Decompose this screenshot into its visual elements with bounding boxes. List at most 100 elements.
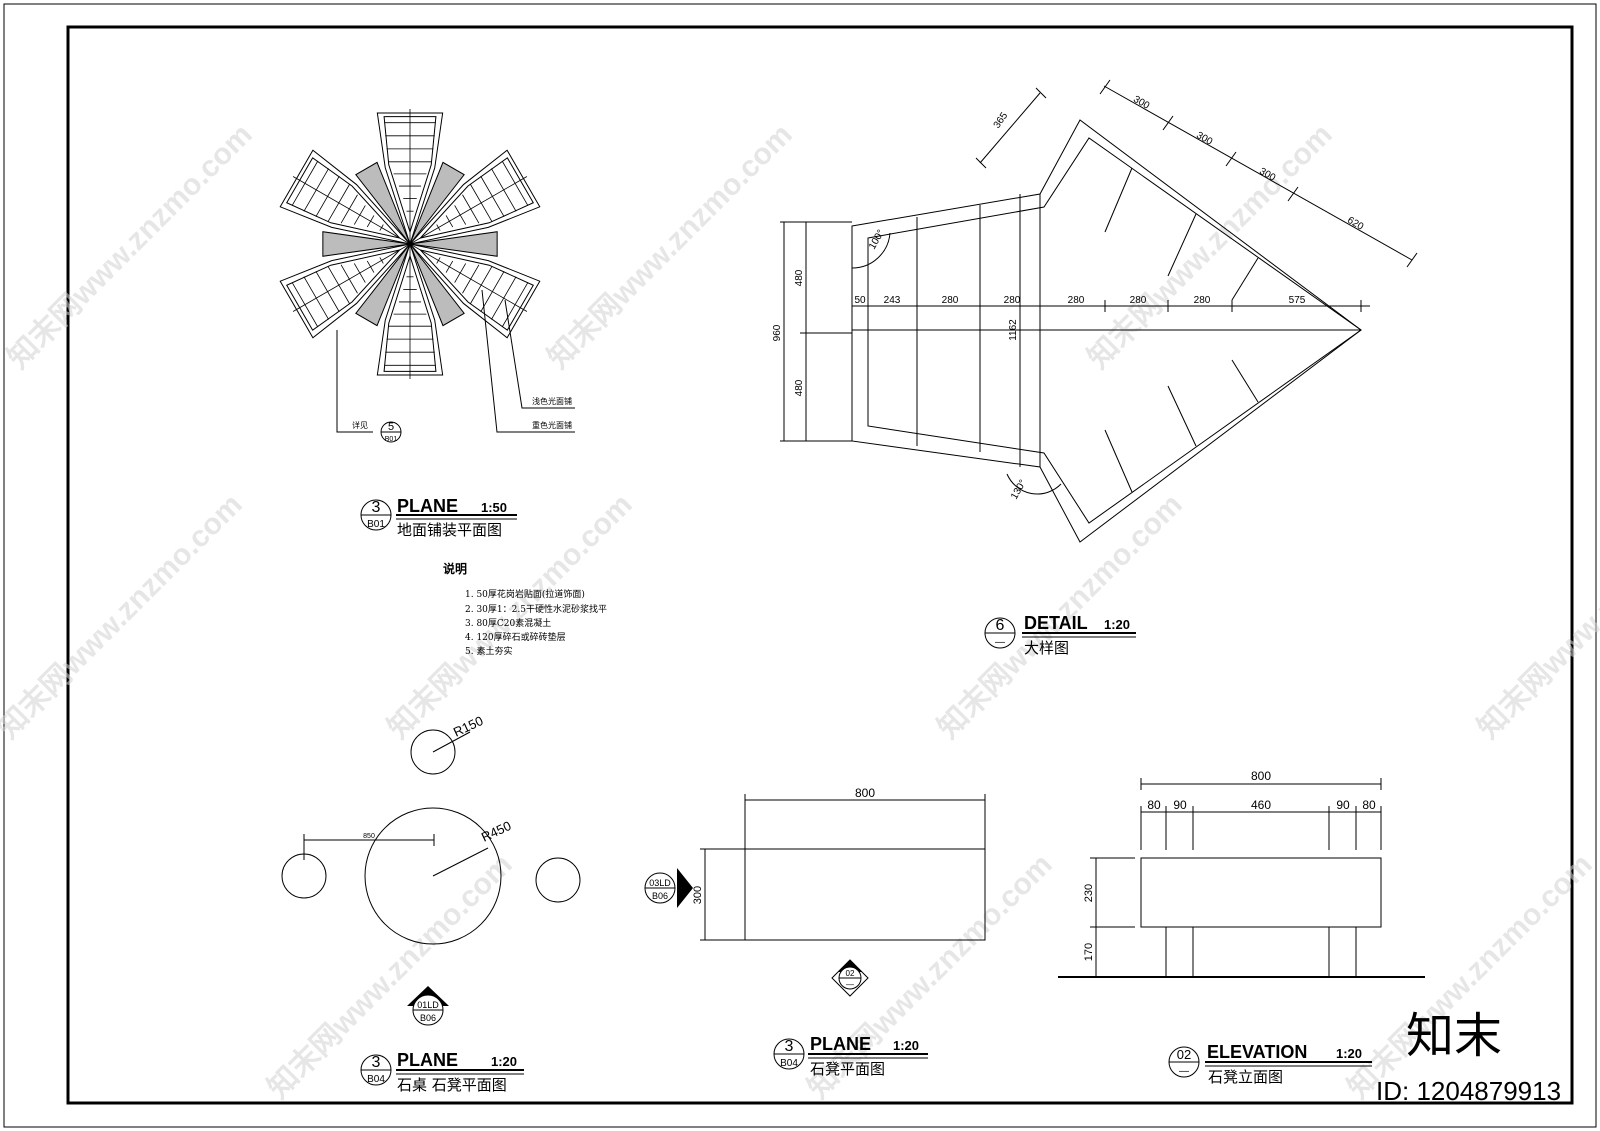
dim-label: 243	[884, 295, 901, 306]
detail-inner-border	[867, 137, 1362, 524]
section-mark-bottom: B06	[652, 891, 668, 901]
leader-line	[504, 299, 575, 409]
callout-sheet: B04	[780, 1058, 798, 1069]
dim-label: 1162	[1008, 319, 1019, 341]
dim-label: 170	[1083, 943, 1095, 961]
elevation-mark-top: 02	[846, 969, 855, 978]
note-item: 2. 30厚1：2.5干硬性水泥砂浆找平	[465, 603, 607, 615]
watermark-text: 知末网www.znzmo.com	[1472, 488, 1600, 745]
view-scale: 1:20	[893, 1038, 919, 1053]
dim-label: 575	[1289, 295, 1306, 306]
bench-seat-plan	[744, 848, 986, 941]
dim-label: 960	[772, 324, 783, 341]
callout-sheet: —	[995, 637, 1005, 648]
view-subtitle: 石凳立面图	[1208, 1068, 1283, 1086]
note-item: 4. 120厚碎石或碎砖垫层	[465, 631, 566, 643]
view-subtitle: 石桌 石凳平面图	[397, 1076, 507, 1094]
callout-number: 6	[996, 617, 1005, 634]
detail-dims-horizontal: 50 243 280 280 280 280 280 575	[851, 295, 1370, 312]
view-title: PLANE	[810, 1034, 871, 1054]
detail-ref-num: 5	[388, 421, 394, 433]
petal-centerline	[292, 243, 411, 312]
dark-paving-wedge	[409, 243, 465, 327]
radius-leader	[432, 731, 471, 753]
dark-paving-wedge	[409, 231, 498, 257]
callout-sheet: —	[1179, 1066, 1189, 1077]
bench-leg	[1165, 926, 1194, 978]
dark-paving-wedge	[409, 161, 465, 245]
dim-label: 800	[1251, 769, 1271, 783]
stool-circle	[281, 853, 327, 899]
dark-paving-wedge	[355, 161, 411, 245]
angle-label: 100°	[867, 228, 887, 251]
bench-seat-elevation	[1140, 857, 1382, 928]
detail-ref-label: 详见	[352, 420, 368, 430]
watermark-logo: 知末	[1406, 1010, 1502, 1063]
angle-arc-bottom	[1006, 473, 1062, 495]
notes-block: 说明 1. 50厚花岗岩贴面(拉道饰面) 2. 30厚1：2.5干硬性水泥砂浆找…	[443, 561, 607, 657]
dim-label: 230	[1083, 884, 1095, 902]
stool-circle	[535, 857, 581, 903]
watermarks: 知末网www.znzmo.com 知末网www.znzmo.com 知末网www…	[0, 118, 1600, 1105]
watermark-text: 知末网www.znzmo.com	[2, 118, 259, 375]
watermark-text: 知末网www.znzmo.com	[542, 118, 799, 375]
leader-label-light: 浅色光面铺	[532, 396, 572, 406]
view-title: DETAIL	[1024, 613, 1088, 633]
dim-label: 300	[1131, 94, 1151, 112]
detail-ref-sheet: B01	[385, 436, 398, 443]
bench-leg	[1328, 926, 1357, 978]
dim-label: 90	[1173, 798, 1187, 812]
note-item: 5. 素土夯实	[465, 645, 512, 657]
view-scale: 1:20	[1104, 617, 1130, 632]
dim-label: 280	[942, 295, 959, 306]
view-scale: 1:20	[1336, 1046, 1362, 1061]
bench-plan: 800 300 03LD B06 02 — 3 B04 PLANE 1:20 石…	[644, 786, 986, 1078]
dim-label: 300	[1194, 130, 1214, 148]
callout-sheet: B04	[367, 1074, 385, 1085]
dim-label: 620	[1345, 215, 1365, 233]
callout-number: 02	[1177, 1047, 1191, 1062]
dim-label: 365	[992, 110, 1011, 130]
paving-plan: 浅色光面铺 重色光面铺 详见 5 B01 3 B01 PLANE 1:50 地面…	[279, 109, 575, 539]
radius-label: R150	[451, 713, 486, 740]
detail-joints	[852, 167, 1361, 493]
callout-number: 3	[372, 1054, 381, 1071]
section-mark-top: 01LD	[417, 1000, 439, 1010]
leader-line	[481, 289, 575, 433]
radius-label: R450	[479, 818, 514, 845]
dim-label: 480	[794, 379, 805, 396]
callout-number: 3	[785, 1038, 794, 1055]
callout-number: 3	[372, 499, 381, 516]
angle-arc-top	[851, 232, 891, 269]
table-circle	[364, 807, 502, 945]
view-title: PLANE	[397, 1050, 458, 1070]
section-mark-top: 03LD	[649, 878, 671, 888]
paving-detail: 100° 130° 50 243 280 280 280 280 280 575	[772, 79, 1418, 657]
notes-heading: 说明	[443, 561, 467, 576]
detail-outline	[851, 119, 1362, 543]
dim-label: 800	[855, 786, 875, 800]
watermark-text: 知末网www.znzmo.com	[1082, 118, 1339, 375]
dim-label: 80	[1147, 798, 1161, 812]
stool-circle	[410, 729, 456, 775]
dim-label: 300	[692, 886, 704, 904]
dim-label: 50	[854, 295, 866, 306]
view-scale: 1:20	[491, 1054, 517, 1069]
sheet-inner-frame	[66, 25, 1574, 1105]
view-title: ELEVATION	[1207, 1042, 1307, 1062]
view-subtitle: 石凳平面图	[810, 1060, 885, 1078]
dim-label: 850	[363, 833, 375, 840]
petal-centerline	[292, 176, 411, 245]
sheet-outer-border	[3, 3, 1597, 1128]
dim-label: 280	[1194, 295, 1211, 306]
elevation-mark-bottom: —	[846, 980, 854, 989]
watermark-text: 知末网www.znzmo.com	[0, 488, 249, 745]
dark-paving-wedge	[322, 231, 411, 257]
dim-label: 280	[1130, 295, 1147, 306]
note-item: 1. 50厚花岗岩贴面(拉道饰面)	[465, 588, 585, 600]
dim-label: 460	[1251, 798, 1271, 812]
callout-sheet: B01	[367, 519, 385, 530]
detail-dims-vertical: 960 480 480 1162	[772, 194, 1021, 467]
view-scale: 1:50	[481, 500, 507, 515]
